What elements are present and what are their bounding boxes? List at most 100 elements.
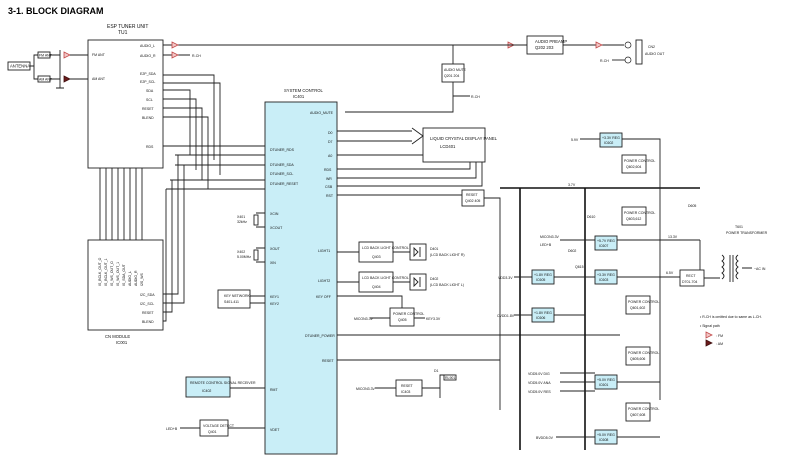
remote-receiver-name: REMOTE CONTROL SIGNAL RECEIVER xyxy=(190,381,256,385)
tuner-pin-reset: RESET xyxy=(142,107,155,111)
legend-fm-arrow xyxy=(705,331,713,339)
cn-vlabel-3: IS_WS_OUT_1 xyxy=(116,262,120,286)
reg-50-ic608-name: +5.0V REG xyxy=(597,433,615,437)
audio-out-jack-r xyxy=(624,56,632,64)
power-rails xyxy=(500,187,700,450)
transformer-name: POWER TRANSFORMER xyxy=(726,231,768,235)
note-rch: • R-CH is omitted due to same as L-CH. xyxy=(700,315,762,319)
fm-path-arrow xyxy=(63,51,71,59)
antenna-connectors xyxy=(50,50,64,89)
key-network-name: KEY NETWORK xyxy=(224,294,250,298)
audio-mute-ref: Q201 204 xyxy=(444,74,459,78)
crystal2-freq: 5.00MHz xyxy=(237,255,251,259)
pc-q601-name: POWER CONTROL xyxy=(628,300,659,304)
rect-name: RECT xyxy=(686,274,696,278)
preamp-name: AUDIO PREAMP xyxy=(535,39,567,44)
control-bus-to-sc xyxy=(163,74,265,190)
cn-vlabel-4: IS_SDA_OUT xyxy=(122,263,126,286)
reg-50a-lines xyxy=(560,372,660,392)
sc-pin-rst: RST xyxy=(326,194,334,198)
crystal2 xyxy=(253,249,259,261)
sc-pin-csb: CSB xyxy=(325,185,333,189)
reg-18-ic606-name: +1.8V REG xyxy=(534,311,552,315)
lcd-block xyxy=(422,127,486,163)
cn-vlabel-2: IS_WS_OUT_O xyxy=(110,261,114,286)
led-b-label-2: LED+B xyxy=(540,243,552,247)
tuner-pin-sda: SDA xyxy=(146,89,154,93)
key-network-lines xyxy=(250,295,265,304)
audio-lines xyxy=(163,44,430,56)
sc-pin-light2: LIGHT2 xyxy=(318,279,330,283)
pc-q607-name: POWER CONTROL xyxy=(628,407,659,411)
fm-ant-label: FM ANT xyxy=(39,54,53,58)
sc-pin-xcin: XCIN xyxy=(270,212,279,216)
backlight-r-name: LCD BACK LIGHT CONTROL xyxy=(362,246,409,250)
key-network-ref: S401-411 xyxy=(224,300,239,304)
power-control-q405-block xyxy=(389,307,415,327)
vdd50res-label: VDD5.0V RES xyxy=(528,390,551,394)
micon-label-3: MICON3.3V xyxy=(540,235,560,239)
vdd33-label: VDD3.3V xyxy=(498,276,513,280)
cn-vlabel-7: I2S_WS xyxy=(140,272,144,286)
sc-pin-key2: KEY2 xyxy=(270,302,279,306)
tuner-cn-bus xyxy=(99,168,143,240)
out-fm-arrow xyxy=(595,41,603,49)
antenna-to-tuner xyxy=(70,54,88,80)
tuner-pin-scl: SCL xyxy=(146,98,153,102)
am-path-arrow xyxy=(63,75,71,83)
cn-pin-i2c-sda: I2C_SDA xyxy=(140,293,155,297)
micon-label-2: MICON3.3V xyxy=(356,387,376,391)
sc-pin-reset: RESET xyxy=(322,359,335,363)
crystal1-freq: 32kHz xyxy=(237,220,247,224)
sc-pin-dtuner-sda: DTUNER_SDA xyxy=(270,163,294,167)
audio-out-connector xyxy=(635,39,643,65)
system-control-pins: AUDIO_MUTE D0 D7 A0 RDS WR CSB RST DTUNE… xyxy=(270,111,335,432)
power-control-q405-name: POWER CONTROL xyxy=(393,312,424,316)
backlight-l-ref: Q404 xyxy=(372,285,381,289)
reg-33-ic602-name: +3.3V REG xyxy=(602,136,620,140)
audio-mute-name: AUDIO MUTE xyxy=(444,68,467,72)
led-d401-label: (LCD BACK LIGHT R) xyxy=(430,253,465,257)
preamp-ref: Q202 203 xyxy=(535,45,554,50)
rect-lines xyxy=(699,240,720,279)
voltage-detect-name: VOLTAGE DETECT xyxy=(203,424,235,428)
backlight-r-block xyxy=(358,241,394,263)
cn-vlabel-5: AUDIO_L xyxy=(128,271,132,286)
reg-18-ic606-ref: IC606 xyxy=(536,316,545,320)
pc-q603-name: POWER CONTROL xyxy=(624,211,655,215)
tuner-unit-name: ESP TUNER UNIT xyxy=(107,24,149,30)
cn-vlabel-6: AUDIO_R xyxy=(134,270,138,286)
cn-vlabel-1: IS_BCLK_OUT_1 xyxy=(104,258,108,286)
micon-label-1: MICON3.3V xyxy=(354,317,374,321)
pc-q602-name: POWER CONTROL xyxy=(624,159,655,163)
system-control-block xyxy=(264,101,338,455)
reset-ic403-name: RESET xyxy=(401,384,414,388)
reg-57-ic607 xyxy=(594,235,618,251)
audio-mute-block xyxy=(441,63,465,83)
sc-pin-dtuner-scl: DTUNER_SCL xyxy=(270,172,293,176)
crystal2-ref: X402 xyxy=(237,250,245,254)
audio-fm-arrows xyxy=(171,41,179,59)
pc-q605 xyxy=(625,346,651,366)
audio-out-jack-l xyxy=(624,41,632,49)
tuner-control-bus xyxy=(163,89,265,189)
tuner-unit-ref: TU1 xyxy=(118,30,128,36)
vdd50ana-label: VDD5.0V ANA xyxy=(528,381,551,385)
system-control-ref: IC401 xyxy=(293,94,305,99)
relay-label: RL901 xyxy=(445,376,455,380)
cn-vlabel-0: IS_BCLK_OUT_O xyxy=(98,257,102,286)
led-b-label: LED+B xyxy=(166,427,178,431)
reset-ic403-ref: IC403 xyxy=(401,390,410,394)
v65-label: 6.5V xyxy=(666,271,674,275)
am-ant-label: AM ANT xyxy=(39,78,53,82)
rch-label-3: R-CH xyxy=(471,95,480,99)
reg-33-ic603-ref: IC603 xyxy=(599,278,608,282)
led-d402-label: (LCD BACK LIGHT L) xyxy=(430,283,464,287)
crystal1 xyxy=(253,214,259,226)
led-d402-ref: D402 xyxy=(430,277,438,281)
power-control-q405-ref: Q405 xyxy=(398,318,407,322)
sc-pin-light1: LIGHT1 xyxy=(318,249,330,253)
tuner-pin-fmant: FM ANT xyxy=(92,53,106,57)
sc-pin-key1: KEY1 xyxy=(270,295,279,299)
